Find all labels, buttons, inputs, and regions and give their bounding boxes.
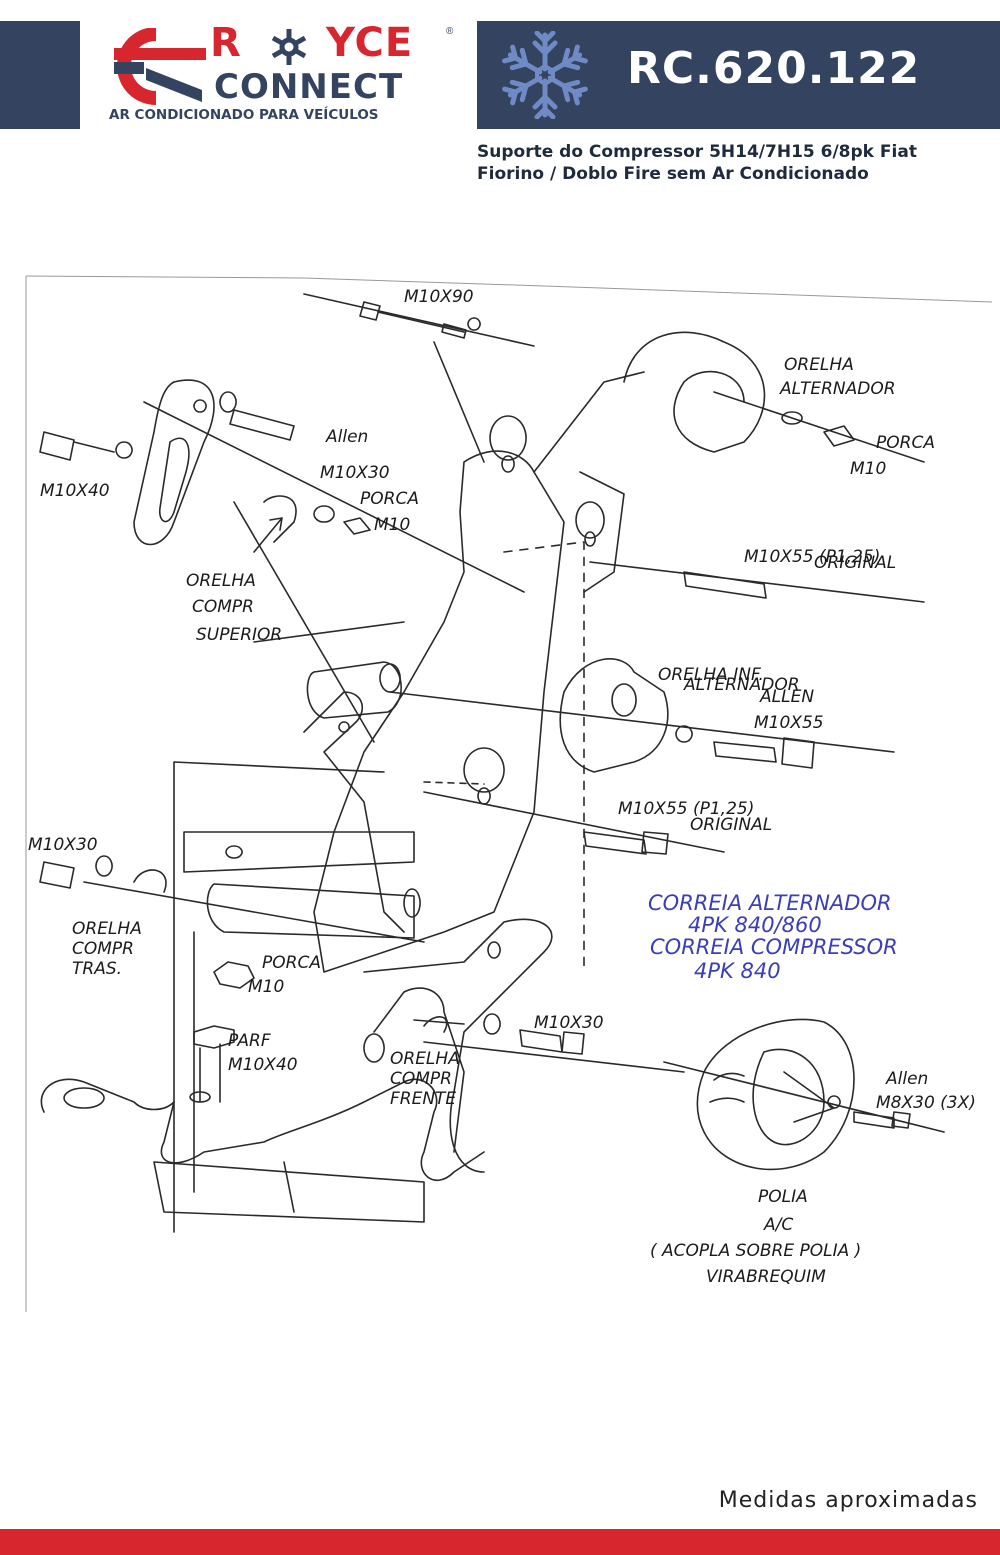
label-m10x55-original-1b: ORIGINAL (814, 553, 896, 573)
product-code-banner: RC.620.122 (477, 21, 1000, 129)
label-allen-m10x55-a: ALLEN (759, 687, 814, 707)
bolt-m10x90 (359, 301, 465, 333)
belt-note-line-1: CORREIA ALTERNADOR (648, 891, 892, 915)
belt-note-line-2: 4PK 840/860 (688, 913, 822, 937)
link-bracket (313, 450, 565, 973)
header-left-block (0, 21, 80, 129)
label-polia-b: A/C (763, 1215, 793, 1235)
label-allen-m10x55-b: M10X55 (754, 713, 824, 733)
belt-note-line-3: CORREIA COMPRESSOR (650, 935, 898, 959)
logo-mark-icon (114, 28, 206, 105)
label-m10x55-original-2a: M10X55 (P1,25) (618, 799, 754, 819)
label-parf-m10x40-b: M10X40 (228, 1055, 298, 1075)
logo-letter-r: R (210, 20, 241, 66)
label-m10x30-left: M10X30 (28, 835, 98, 855)
label-polia-c: ( ACOPLA SOBRE POLIA ) (650, 1241, 861, 1261)
footer-note: Medidas aproximadas (718, 1488, 978, 1513)
label-m10x55-original-2b: ORIGINAL (690, 815, 772, 835)
belt-note-line-4: 4PK 840 (694, 959, 781, 983)
front-compressor-bracket (363, 918, 553, 1173)
logo-tagline: AR CONDICIONADO PARA VEÍCULOS (109, 107, 379, 123)
label-allen-m8x30-b: M8X30 (3X) (876, 1093, 976, 1113)
label-m10x90: M10X90 (404, 287, 474, 307)
label-orelha-compr-tras-b: COMPR (72, 939, 134, 959)
label-polia-d: VIRABREQUIM (706, 1267, 826, 1287)
label-orelha-inf-alternador-a: ORELHA INF. (658, 665, 764, 685)
middle-sleeve (306, 661, 402, 719)
label-orelha-inf-alternador-b: ALTERNADOR (683, 675, 800, 695)
label-porca-m10-low-b: M10 (248, 977, 284, 997)
label-orelha-compr-tras-a: ORELHA (72, 919, 142, 939)
label-orelha-compr-frente-c: FRENTE (390, 1089, 456, 1109)
upper-alternator-ear (623, 331, 766, 453)
label-porca-m10-top-a: PORCA (360, 489, 419, 509)
product-code: RC.620.122 (627, 43, 921, 94)
label-porca-m10-right-a: PORCA (876, 433, 935, 453)
label-polia-a: POLIA (758, 1187, 808, 1207)
label-orelha-alternador-a: ORELHA (784, 355, 854, 375)
ac-pulley (696, 1018, 855, 1171)
label-porca-m10-low-a: PORCA (262, 953, 321, 973)
rear-compressor-bracket (183, 831, 415, 873)
upper-compressor-plate (133, 379, 215, 546)
brand-logo: R YCE ® CONNECT AR CONDICIONADO PARA VEÍ… (106, 20, 466, 128)
footer-red-bar (0, 1529, 1000, 1555)
label-orelha-compr-sup-b: COMPR (192, 597, 254, 617)
label-allen-m8x30-a: Allen (885, 1069, 928, 1089)
logo-letters-yce: YCE (326, 20, 414, 66)
logo-snowflake-icon (271, 29, 307, 65)
label-orelha-compr-frente-b: COMPR (390, 1069, 452, 1089)
label-m10x55-original-1a: M10X55 (P1,25) (744, 547, 880, 567)
lower-alternator-ear (559, 658, 669, 773)
logo-connect: CONNECT (214, 67, 404, 107)
label-orelha-alternador-b: ALTERNADOR (779, 379, 896, 399)
product-title-line-1: Suporte do Compressor 5H14/7H15 6/8pk Fi… (477, 142, 917, 162)
snowflake-icon (501, 31, 589, 119)
label-allen-m10x30-b: M10X30 (320, 463, 390, 483)
product-title: Suporte do Compressor 5H14/7H15 6/8pk Fi… (477, 141, 977, 185)
engine-block-outline (40, 1078, 485, 1181)
label-porca-m10-top-b: M10 (374, 515, 410, 535)
label-porca-m10-right-b: M10 (850, 459, 886, 479)
label-m10x30-low: M10X30 (534, 1013, 604, 1033)
label-orelha-compr-frente-a: ORELHA (390, 1049, 460, 1069)
label-orelha-compr-tras-c: TRAS. (72, 959, 122, 979)
label-parf-m10x40-a: PARF (228, 1031, 271, 1051)
label-orelha-compr-sup-a: ORELHA (186, 571, 256, 591)
label-allen-m10x30-a: Allen (325, 427, 368, 447)
exploded-assembly-drawing: M10X90 Allen M10X30 M10X40 PORCA M10 ORE… (25, 275, 992, 1312)
logo-registered-mark: ® (446, 26, 454, 37)
product-title-line-2: Fiorino / Doblo Fire sem Ar Condicionado (477, 164, 869, 184)
label-orelha-compr-sup-c: SUPERIOR (196, 625, 282, 645)
label-m10x40: M10X40 (40, 481, 110, 501)
